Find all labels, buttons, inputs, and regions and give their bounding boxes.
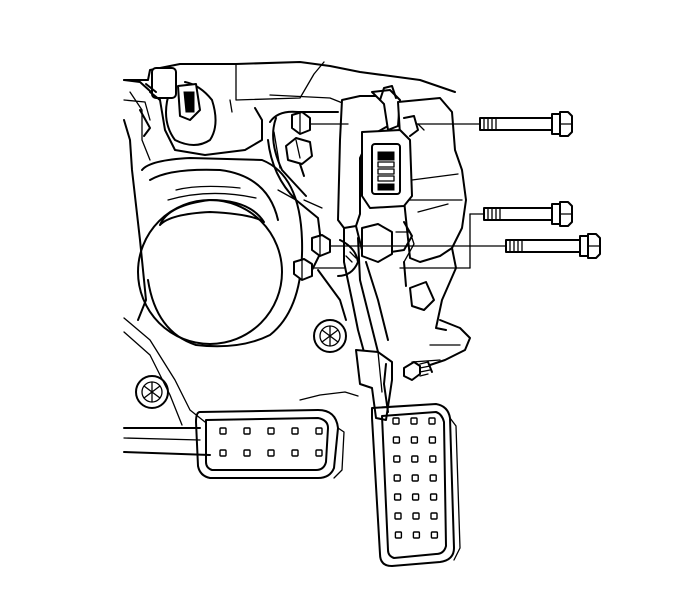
accelerator-pedal-pad bbox=[371, 403, 461, 567]
accelerator-pedal-arm bbox=[343, 227, 393, 421]
accelerator-pedal-dimples bbox=[392, 417, 439, 539]
pedal-module-housing bbox=[337, 85, 467, 331]
pad-dimple bbox=[412, 531, 421, 539]
clip-fastener-center bbox=[313, 319, 347, 353]
pad-dimple bbox=[412, 512, 420, 520]
pad-dimple bbox=[430, 512, 438, 520]
stop-stud bbox=[403, 361, 433, 381]
pad-dimple bbox=[429, 493, 438, 501]
bolts bbox=[479, 111, 601, 259]
pad-dimple bbox=[243, 427, 251, 435]
duct-opening bbox=[137, 157, 304, 348]
pad-dimple bbox=[410, 417, 418, 425]
clip-fastener-left bbox=[135, 375, 169, 409]
pad-dimple bbox=[393, 474, 401, 482]
pad-dimple bbox=[392, 436, 401, 444]
nut-upper bbox=[291, 111, 311, 135]
pedal-bracket bbox=[267, 110, 347, 321]
pad-dimple bbox=[428, 436, 437, 444]
bolt-middle bbox=[483, 201, 573, 227]
nut-lower bbox=[293, 258, 313, 281]
nut-middle bbox=[311, 234, 331, 257]
pad-dimple bbox=[267, 427, 275, 435]
pad-dimple bbox=[411, 493, 420, 501]
pad-dimple bbox=[430, 531, 439, 539]
nuts bbox=[285, 111, 331, 281]
pad-dimple bbox=[428, 417, 436, 425]
pad-dimple bbox=[393, 493, 402, 501]
pad-dimple bbox=[429, 474, 437, 482]
pad-dimple bbox=[411, 455, 419, 463]
pad-dimple bbox=[291, 427, 299, 435]
brake-pedal-pad bbox=[195, 409, 345, 479]
pad-dimple bbox=[315, 449, 323, 457]
pad-dimple bbox=[291, 449, 299, 457]
pad-dimple bbox=[394, 531, 403, 539]
pad-dimple bbox=[410, 436, 419, 444]
alignment-lines bbox=[309, 123, 511, 269]
pad-dimple bbox=[243, 449, 251, 457]
pad-dimple bbox=[394, 512, 402, 520]
firewall-outline bbox=[123, 61, 471, 456]
pad-dimple bbox=[393, 455, 401, 463]
clip-fasteners bbox=[135, 319, 347, 409]
pad-dimple bbox=[267, 449, 275, 457]
pad-dimple bbox=[429, 455, 437, 463]
bolt-upper bbox=[479, 111, 573, 137]
upper-bracket bbox=[123, 67, 263, 161]
pad-dimple bbox=[411, 474, 419, 482]
pad-dimple bbox=[392, 417, 400, 425]
bolt-lower bbox=[505, 233, 601, 259]
pad-dimple bbox=[219, 427, 227, 435]
pad-dimple bbox=[219, 449, 227, 457]
pad-dimple bbox=[315, 427, 323, 435]
brake-pedal-dimples bbox=[219, 427, 323, 457]
